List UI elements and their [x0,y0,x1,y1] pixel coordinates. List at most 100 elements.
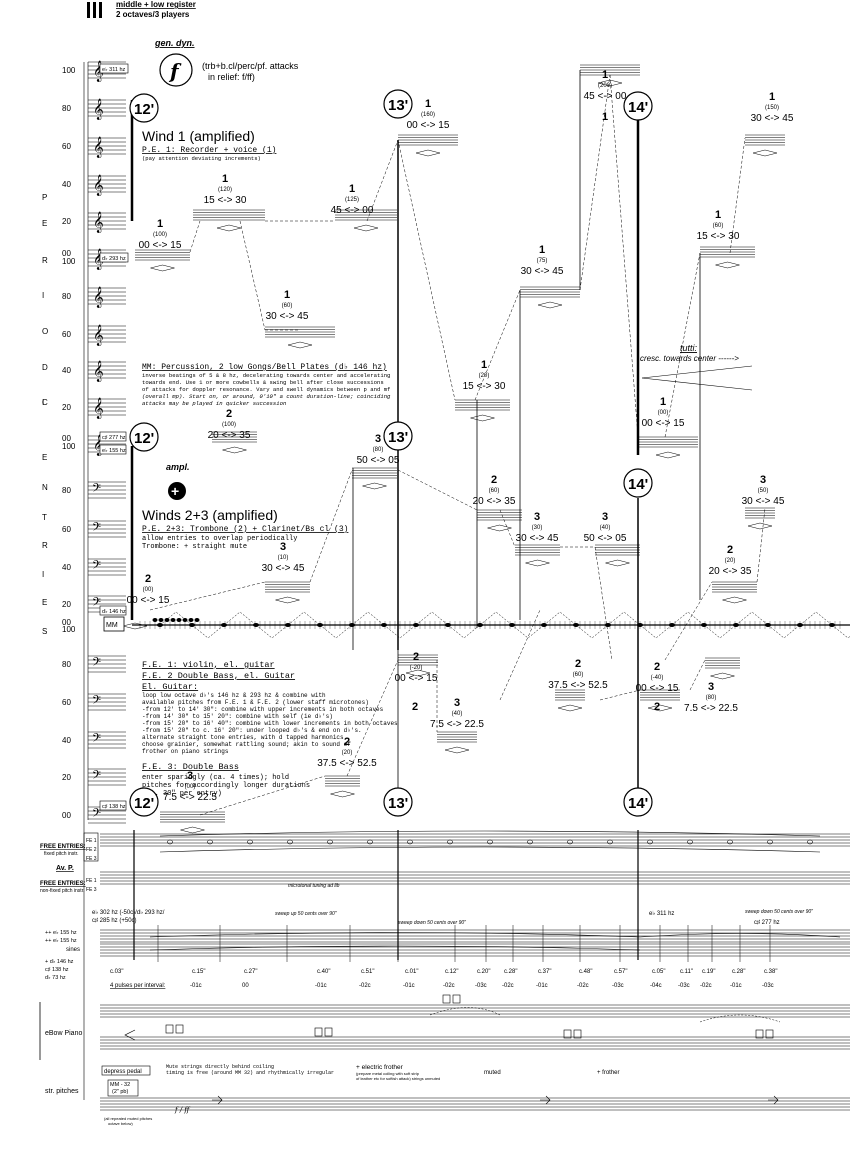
plus-icon: + [171,483,179,499]
fe-line: alternate straight tone entries, with d … [142,734,344,741]
axis-tick-label: 00 [62,811,71,820]
time-mark: 14' [628,795,648,812]
event-range: 00 <-> 15 [139,240,182,251]
pulse-time: c.51" [361,969,374,975]
strp-label: str. pitches [45,1088,79,1095]
treble-clef-icon: 𝄞 [93,99,104,120]
event-range: 00 <-> 15 [127,595,170,606]
event-number: 1 [349,183,355,195]
header-players: 2 octaves/3 players [116,10,190,19]
axis-tick-label: 60 [62,525,71,534]
side-letter: I [42,398,44,407]
fe-line: -from 14' 30" to 15' 20": combine with s… [142,713,333,720]
pulse-cents: -02c [577,983,589,989]
lower-system [39,830,850,1111]
time-mark: 13' [388,97,408,114]
event-number: 1 [715,209,721,221]
frother-2: + frother [597,1070,620,1076]
sines-box-2: c♯ 138 hz [45,967,69,973]
winds23-l2: Trombone: + straight mute [142,543,247,551]
axis-tick-label: 20 [62,217,71,226]
event-number: 1 [769,91,775,103]
event-amp: (00) [658,410,669,416]
fe-line: -from 15' 20" to 16' 40": combine with l… [142,720,398,727]
pulse-time: c.27" [244,969,257,975]
wind1-note: (pay attention deviating increments) [142,155,261,162]
event-number: 1 [539,244,545,256]
dyn-note-2: in relief: f/ff) [208,72,255,82]
avp-label: Av. P. [56,865,74,872]
event-amp: (20) [479,373,490,379]
event-amp: (60) [573,672,584,678]
time-mark: 14' [628,476,648,493]
event-range: 30 <-> 45 [516,533,559,544]
event-number: 3 [708,681,714,693]
event-number: 2 [654,661,660,673]
event-range: 50 <-> 05 [357,455,400,466]
tutti-title: tutti: [680,343,698,353]
pulse-time: c.28" [732,969,745,975]
axis-tick-label: 60 [62,142,71,151]
event-amp: (200) [598,83,612,89]
event-range: 00 <-> 15 [407,120,450,131]
event-amp: (120) [218,187,232,193]
event-amp: (60) [489,488,500,494]
event-amp: (125) [345,197,359,203]
treble-clef-icon: 𝄞 [93,212,104,233]
fe-instructions: loop low octave d♭'s 146 hz & 293 hz & c… [142,692,398,755]
axis-tick-label: 20 [62,403,71,412]
axis-tick-label: 40 [62,366,71,375]
axis-tick-label: 40 [62,563,71,572]
fe-l1: F.E. 1: violin, el. guitar [142,660,275,670]
side-letter: E [42,219,47,228]
fe-l4: F.E. 3: Double Bass [142,762,239,772]
event-range: 00 <-> 15 [642,418,685,429]
pulse-timings: c.15"c.27"c.40"c.51"c.01"c.12"c.20"c.28"… [190,969,777,989]
header-register: middle + low register [116,0,196,9]
sines-box-3: d♭ 73 hz [45,974,66,981]
pulse-time: c.28" [504,969,517,975]
sine-box-1: e♭ 302 hz (-50c)/d♭ 293 hz/ [92,909,165,916]
bass-clef-icon: 𝄢 [92,807,101,823]
pulse-time: c.19" [702,969,715,975]
axis-tick-label: 00 [62,618,71,627]
mm-instructions: inverse beatings of 5 & 8 hz, decelerati… [142,372,391,407]
pulse-cents: 00 [242,983,249,989]
time-mark: 12' [134,795,154,812]
fe3-label: FE 3 [86,856,97,862]
bass-clef-icon: 𝄢 [92,769,101,785]
fe3-label-b: FE 3 [86,887,97,893]
time-mark: 12' [134,101,154,118]
pulse-cents: -02c [502,983,514,989]
clef-icons: 𝄞𝄞𝄞𝄞𝄞𝄞𝄞𝄞𝄞𝄞𝄞𝄢𝄢𝄢𝄢𝄢𝄢𝄢𝄢𝄢 [92,61,104,823]
fe-line: available pitches from F.E. 1 & F.E. 2 (… [142,699,369,706]
event-number: 2 [575,658,581,670]
treble-clef-icon: 𝄞 [93,61,104,82]
wind1-pe: P.E. 1: Recorder + voice (1) [142,146,276,155]
fe2-label: FE 2 [86,847,97,853]
dyn-note-1: (trb+b.cl/perc/pf. attacks [202,61,299,71]
mm-box: MM [106,622,118,629]
pulse-cents: -03c [612,983,624,989]
pulse-time: c.12" [445,969,458,975]
bass-clef-icon: 𝄢 [92,694,101,710]
event-amp: (40) [600,525,611,531]
pulse-time: c.38" [764,969,777,975]
pulse-time: c.01" [405,969,418,975]
event-number: 3 [280,541,286,553]
fe-line: -from 15' 20" to c. 16' 20": under loope… [142,727,362,734]
c03-label: c.03" [110,969,123,975]
treble-clef-icon: 𝄞 [93,435,104,456]
event-amp: (60) [282,303,293,309]
event-range: 30 <-> 45 [751,113,794,124]
mute-1: Mute strings directly behind coiling [166,1064,274,1070]
bass-clef-icon: 𝄢 [92,482,101,498]
event-number: 1 [481,359,487,371]
pulse-cents: -02c [359,983,371,989]
depress-label: depress pedal [104,1069,142,1075]
event-number: 2 [145,573,151,585]
time-mark: 13' [388,429,408,446]
sines-label: sines [66,947,80,953]
mute-2: timing is free (around MM 32) and rhythm… [166,1070,334,1076]
event-range: 7.5 <-> 22.5 [684,703,738,714]
